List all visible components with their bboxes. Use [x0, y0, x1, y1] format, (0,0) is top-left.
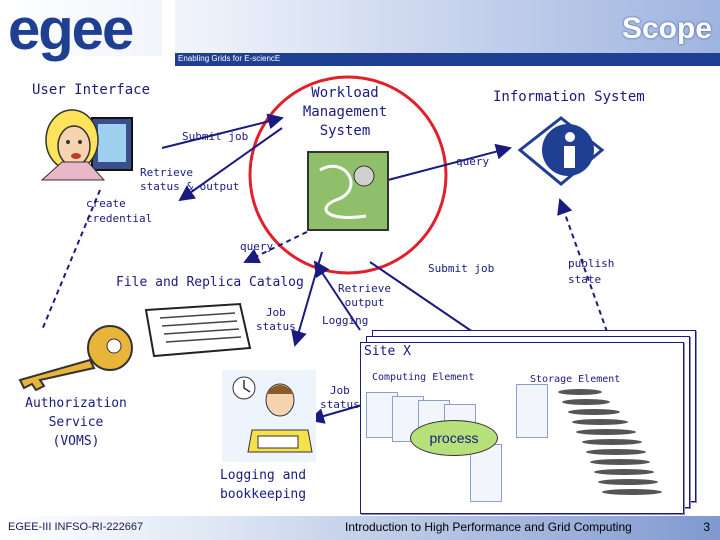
storage-server — [516, 384, 548, 438]
query-catalog-label: query — [240, 240, 274, 253]
job-status-site-line2: status — [320, 398, 360, 411]
information-system-label: Information System — [493, 89, 645, 105]
logging-bookkeeping-line1: Logging and — [219, 468, 307, 483]
retrieve-output-label: Retrieve output — [338, 282, 391, 310]
authorization-line3: (VOMS) — [52, 434, 100, 449]
authorization-label: Authorization Service (VOMS) — [16, 394, 136, 451]
site-label: Site X — [364, 344, 411, 359]
arrow-publish-state — [557, 198, 611, 341]
replica-catalog-label: File and Replica Catalog — [116, 275, 304, 290]
footer-background — [0, 516, 720, 540]
query-infosys-label: query — [456, 155, 490, 168]
publish-state-label: publish state — [568, 256, 614, 288]
egee-logo: egee — [8, 0, 134, 62]
storage-disks — [558, 389, 662, 495]
publish-state-line1: publish — [568, 257, 615, 270]
submit-job-site-label: Submit job — [428, 262, 495, 275]
retrieve-status-line1: Retrieve — [140, 166, 193, 179]
header-bar: egee Scope Enabling Grids for E-sciencE — [0, 0, 720, 68]
logging-bookkeeping-line2: bookkeeping — [219, 487, 307, 502]
retrieve-output-line2: output — [344, 296, 385, 309]
arrow-retrieve-status — [178, 127, 283, 202]
wms-label-line3: System — [319, 123, 371, 139]
wms-icon — [307, 151, 389, 231]
key-icon — [18, 325, 133, 392]
job-status-site-label: Job status — [320, 384, 360, 412]
information-icon — [517, 116, 605, 186]
wms-label-line2: Management — [302, 104, 388, 120]
arrow-create-credential — [41, 189, 101, 331]
logging-bookkeeping-icon — [222, 370, 316, 462]
arrow-submit-job — [161, 113, 284, 149]
job-status-lb-line1: Job — [265, 306, 286, 319]
logging-bookkeeping-label: Logging and bookkeeping — [210, 466, 316, 504]
create-credential-label: create credential — [86, 196, 152, 226]
wms-highlight-circle — [248, 75, 448, 275]
header-background — [0, 0, 720, 66]
job-status-lb-label: Job status — [256, 306, 296, 334]
page-title: Scope — [621, 12, 712, 45]
user-interface-label: User Interface — [32, 82, 151, 98]
arrow-retrieve-output — [313, 260, 361, 331]
retrieve-status-label: Retrieve status & output — [140, 166, 239, 194]
footer-course-title: Introduction to High Performance and Gri… — [345, 520, 632, 534]
arrow-query-infosys — [387, 143, 512, 181]
arrow-query-catalog — [243, 227, 316, 264]
storage-element-label: Storage Element — [530, 374, 621, 385]
catalog-book-icon — [144, 302, 252, 358]
job-status-lb-line2: status — [256, 320, 296, 333]
footer-bar: EGEE-III INFSO-RI-222667 Introduction to… — [0, 512, 720, 540]
wms-label: Workload Management System — [290, 84, 400, 141]
retrieve-status-line2: status & output — [140, 180, 240, 193]
authorization-line1: Authorization — [25, 396, 127, 411]
process-bubble: process — [410, 420, 498, 456]
logging-label: Logging — [322, 314, 369, 327]
publish-state-line2: state — [568, 273, 602, 286]
retrieve-output-line1: Retrieve — [338, 282, 391, 295]
authorization-line2: Service — [48, 415, 104, 430]
tagline: Enabling Grids for E-sciencE — [178, 54, 281, 63]
user-interface-icon — [40, 109, 133, 181]
footer-project-id: EGEE-III INFSO-RI-222667 — [8, 521, 144, 533]
wms-label-line1: Workload — [311, 85, 379, 101]
job-status-site-line1: Job — [329, 384, 350, 397]
arrow-site-job-status — [308, 404, 363, 424]
process-label: process — [429, 430, 479, 446]
footer-page-number: 3 — [703, 520, 710, 534]
submit-job-label: Submit job — [182, 130, 249, 143]
create-credential-line2: credential — [86, 212, 153, 225]
computing-element-label: Computing Element — [372, 372, 475, 383]
create-credential-line1: create — [86, 197, 126, 210]
